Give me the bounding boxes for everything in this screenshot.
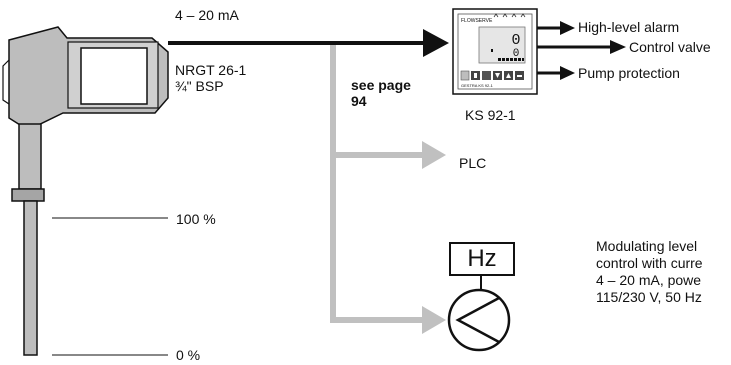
controller-display-digit: 0	[511, 32, 520, 49]
controller-brand: FLOWSERVE	[461, 18, 493, 24]
description-line-3: 4 – 20 mA, powe	[596, 272, 702, 288]
signal-arrow	[168, 29, 449, 57]
description-line-4: 115/230 V, 50 Hz	[596, 289, 702, 305]
scale-bottom-label: 0 %	[176, 347, 201, 363]
see-page-number: 94	[351, 93, 367, 109]
frequency-converter-box: Hz	[449, 242, 515, 276]
description-text: Modulating level control with curre 4 – …	[596, 238, 703, 306]
plc-label: PLC	[459, 155, 487, 171]
scale-top-label: 100 %	[176, 211, 216, 227]
plc-branch	[330, 43, 446, 169]
output-arrows	[537, 21, 626, 80]
output-control-valve: Control valve	[629, 39, 711, 55]
signal-label: 4 – 20 mA	[175, 7, 239, 23]
probe-thread: ¾" BSP	[175, 78, 224, 94]
probe-model: NRGT 26-1	[175, 62, 247, 78]
controller-device: FLOWSERVE 0 0 GESTRA KS 92-1	[452, 8, 538, 95]
controller-front-label: GESTRA KS 92-1	[461, 83, 494, 88]
output-pump-protection: Pump protection	[578, 65, 680, 81]
level-probe	[2, 26, 169, 356]
pump-symbol	[447, 288, 511, 352]
description-line-2: control with curre	[596, 255, 703, 271]
see-page-line1: see page	[351, 77, 411, 93]
controller-name: KS 92-1	[465, 107, 516, 123]
pump-branch	[330, 155, 446, 334]
controller-display-digit-2: 0	[513, 48, 520, 60]
output-high-alarm: High-level alarm	[578, 19, 680, 35]
description-line-1: Modulating level	[596, 238, 698, 254]
